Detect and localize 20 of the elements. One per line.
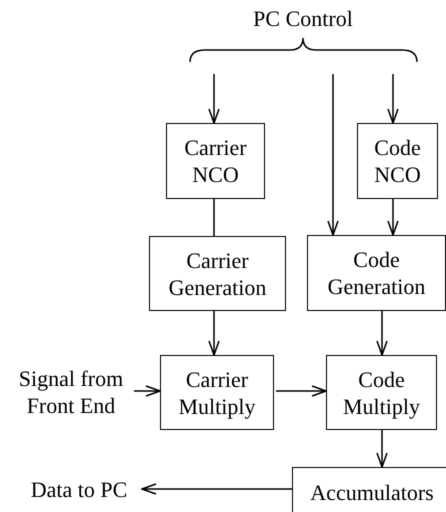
- arrow: [141, 483, 292, 495]
- arrow: [327, 74, 339, 236]
- process-box: Carrier Generation: [149, 236, 286, 311]
- arrow: [208, 74, 220, 124]
- control-heading: PC Control: [252, 6, 354, 32]
- arrow: [387, 74, 399, 124]
- arrow: [387, 199, 399, 236]
- arrow: [376, 311, 388, 356]
- process-box: Carrier NCO: [166, 123, 265, 199]
- signal-label: Signal from Front End: [10, 365, 132, 419]
- process-box: Carrier Multiply: [160, 355, 274, 430]
- signal-label: Data to PC: [22, 476, 136, 503]
- process-box: Code Multiply: [326, 355, 437, 430]
- process-box: Code NCO: [357, 123, 438, 199]
- arrow: [276, 385, 327, 397]
- process-box: Code Generation: [307, 235, 446, 311]
- arrow: [208, 311, 220, 356]
- arrow: [134, 385, 161, 397]
- process-box: Accumulators: [292, 467, 446, 512]
- arrow: [376, 430, 388, 468]
